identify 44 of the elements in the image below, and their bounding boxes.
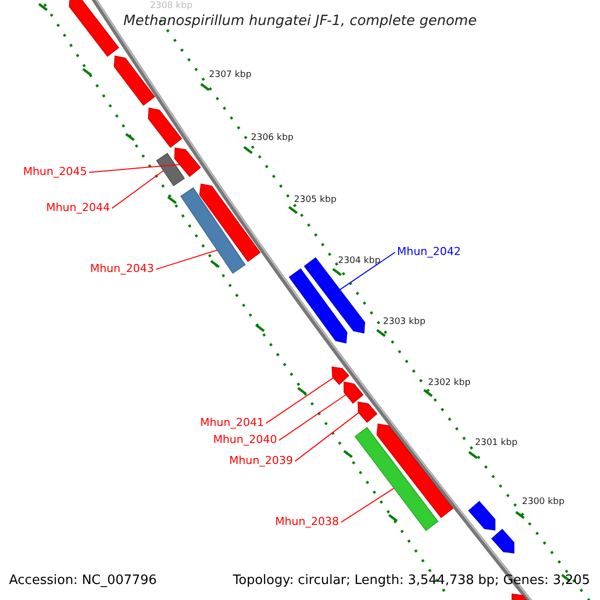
gene-feature (288, 268, 348, 344)
footer-text: Accession: NC_007796 (9, 574, 157, 590)
gene-label: Mhun_2041 (200, 417, 264, 430)
gene-feature (174, 148, 201, 178)
footer-text: Topology: circular; Length: 3,544,738 bp; Genes: 3,205 (232, 574, 590, 590)
gene-feature (344, 382, 364, 404)
scale-label: 2306 kbp (251, 132, 294, 143)
leader-line (112, 170, 164, 209)
scale-label: 2302 kbp (428, 378, 470, 388)
leader-line (156, 250, 218, 270)
gene-feature (68, 0, 120, 57)
gene-feature (468, 500, 496, 530)
gene-label: Mhun_2044 (46, 202, 110, 215)
gene-label: Mhun_2042 (397, 246, 461, 259)
gene-block (180, 187, 246, 274)
gene-feature (114, 56, 156, 106)
leader-line (340, 488, 395, 523)
leader-line (88, 164, 180, 173)
scale-label: 2300 kbp (522, 496, 564, 507)
gene-feature (148, 108, 182, 148)
leader-line (278, 394, 346, 441)
gene-label: Mhun_2045 (23, 166, 87, 179)
gene-label: Mhun_2043 (90, 263, 154, 276)
scale-label: 2307 kbp (209, 70, 252, 80)
gene-feature (358, 402, 378, 423)
gene-block (354, 426, 439, 532)
gene-feature (491, 528, 514, 554)
gene-feature (199, 184, 261, 262)
gene-feature (332, 366, 350, 385)
title: Methanospirillum hungatei JF-1, complete genome (122, 13, 478, 30)
leader-line (266, 377, 334, 424)
scale-label: 2303 kbp (383, 316, 426, 327)
scale-label: 2305 kbp (294, 194, 336, 205)
gene-label: Mhun_2040 (213, 434, 277, 447)
leader-line (294, 412, 360, 462)
gene-feature (304, 257, 366, 334)
gene-feature (376, 424, 454, 518)
gene-label: Mhun_2039 (229, 455, 293, 468)
scale-label: 2304 kbp (338, 256, 380, 266)
gene-label: Mhun_2038 (275, 516, 339, 529)
gene-block (156, 152, 185, 186)
scale-label: 2308 kbp (150, 0, 192, 11)
scale-label: 2301 kbp (475, 438, 518, 448)
leader-line (339, 252, 396, 290)
